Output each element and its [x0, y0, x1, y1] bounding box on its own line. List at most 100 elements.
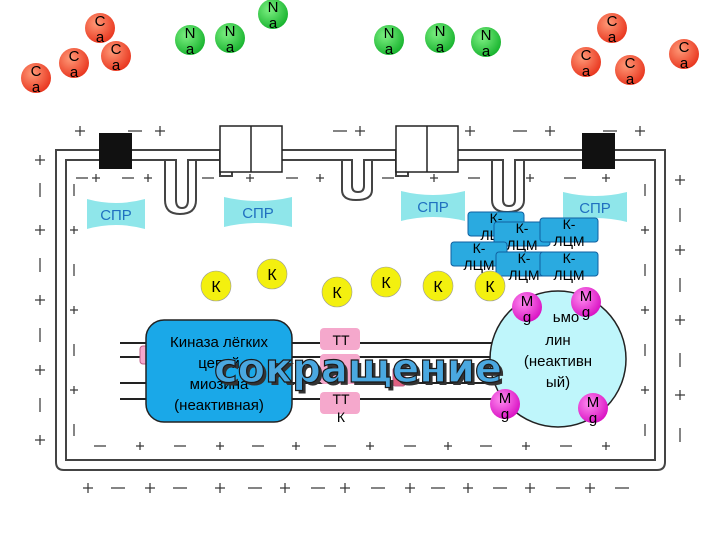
svg-text:ЛЦМ: ЛЦМ — [508, 267, 539, 283]
sodium-ion: Na — [258, 0, 288, 32]
svg-text:СПР: СПР — [242, 205, 274, 222]
calmodulin-prefix: ьмо — [553, 309, 579, 326]
svg-text:сокращение: сокращение — [217, 349, 505, 395]
svg-text:a: a — [436, 39, 445, 56]
calcium-ion: Ca — [571, 47, 601, 80]
svg-text:g: g — [501, 406, 509, 423]
svg-text:N: N — [435, 23, 446, 40]
svg-text:g: g — [589, 410, 597, 427]
potassium-ion: К — [256, 258, 288, 290]
svg-text:a: a — [70, 64, 79, 81]
calcium-ion: Ca — [597, 13, 627, 46]
calcium-ion: Ca — [615, 55, 645, 88]
svg-text:N: N — [481, 27, 492, 44]
svg-text:К-: К- — [473, 240, 486, 256]
svg-text:C: C — [607, 13, 618, 30]
svg-text:C: C — [69, 48, 80, 65]
wordart-contraction: сокращение сокращение — [213, 345, 505, 395]
svg-text:a: a — [608, 29, 617, 46]
sarcoplasmic-reticulum-group: СПР СПР СПР СПР — [87, 191, 627, 229]
svg-text:СПР: СПР — [100, 207, 132, 224]
wordart-text: сокращение — [214, 346, 502, 392]
tt-complex: ТТ ТТ К — [320, 328, 360, 425]
svg-text:СПР: СПР — [417, 199, 449, 216]
cell-membrane — [55, 149, 666, 471]
channel-left-black — [99, 133, 132, 169]
k-lcm-block: К-ЛЦМ — [539, 250, 599, 283]
svg-text:ЛЦМ: ЛЦМ — [506, 237, 537, 253]
svg-text:M: M — [499, 390, 512, 407]
svg-text:M: M — [587, 394, 600, 411]
svg-text:К: К — [381, 275, 391, 292]
svg-text:a: a — [482, 43, 491, 60]
t-tubule-folds — [164, 160, 525, 216]
svg-text:C: C — [581, 47, 592, 64]
spr-capsule: СПР — [87, 199, 145, 229]
sodium-ion: Na — [374, 25, 404, 58]
spr-capsule: СПР — [563, 192, 627, 222]
svg-text:a: a — [385, 41, 394, 58]
svg-text:N: N — [185, 25, 196, 42]
svg-text:N: N — [384, 25, 395, 42]
calcium-ion: Ca — [59, 48, 89, 81]
svg-text:N: N — [225, 23, 236, 40]
svg-text:К: К — [332, 285, 342, 302]
svg-text:N: N — [268, 0, 279, 16]
svg-text:g: g — [582, 304, 590, 321]
calcium-ion: Ca — [85, 13, 115, 46]
potassium-ion: К — [370, 266, 402, 298]
potassium-ion: К — [474, 270, 506, 302]
sodium-ion: Na — [425, 23, 455, 56]
membrane-channels — [99, 125, 615, 173]
k-lcm-block: К-ЛЦМ — [539, 216, 599, 249]
magnesium-ion: Mg — [512, 292, 542, 326]
svg-text:ЛЦМ: ЛЦМ — [553, 233, 584, 249]
sodium-ion: Na — [175, 25, 205, 58]
svg-text:C: C — [31, 63, 42, 80]
svg-text:C: C — [111, 41, 122, 58]
svg-text:К: К — [433, 279, 443, 296]
potassium-ion: К — [321, 276, 353, 308]
svg-text:a: a — [582, 63, 591, 80]
svg-text:СПР: СПР — [579, 200, 611, 217]
svg-text:a: a — [32, 79, 41, 96]
svg-text:К: К — [267, 267, 277, 284]
magnesium-ion: Mg — [490, 389, 520, 423]
potassium-ion: К — [200, 270, 232, 302]
svg-text:a: a — [186, 41, 195, 58]
potassium-ion: К — [422, 270, 454, 302]
svg-text:C: C — [679, 39, 690, 56]
potassium-ions: К К К К К К — [200, 258, 506, 308]
tt-label-bottom: ТТ — [332, 391, 350, 407]
calcium-ion: Ca — [21, 63, 51, 96]
tt-label-k: К — [337, 409, 346, 425]
k-lcm-block: К-ЛЦМ — [450, 240, 508, 273]
calcium-ion: Ca — [101, 41, 131, 74]
svg-text:К: К — [211, 279, 221, 296]
svg-text:C: C — [625, 55, 636, 72]
svg-text:a: a — [626, 71, 635, 88]
svg-text:К-: К- — [518, 250, 531, 266]
svg-text:ЛЦМ: ЛЦМ — [463, 257, 494, 273]
magnesium-ion: Mg — [578, 393, 608, 427]
svg-text:M: M — [580, 288, 593, 305]
svg-text:a: a — [226, 39, 235, 56]
svg-text:a: a — [269, 15, 278, 32]
svg-text:C: C — [95, 13, 106, 30]
spr-capsule: СПР — [224, 197, 292, 227]
svg-text:К-: К- — [563, 250, 576, 266]
svg-text:К-: К- — [516, 220, 529, 236]
sodium-ion: Na — [215, 23, 245, 56]
magnesium-ion: Mg — [571, 287, 601, 321]
spr-capsule: СПР — [401, 191, 465, 221]
sodium-ion: Na — [471, 27, 501, 60]
channel-right-black — [582, 133, 615, 169]
